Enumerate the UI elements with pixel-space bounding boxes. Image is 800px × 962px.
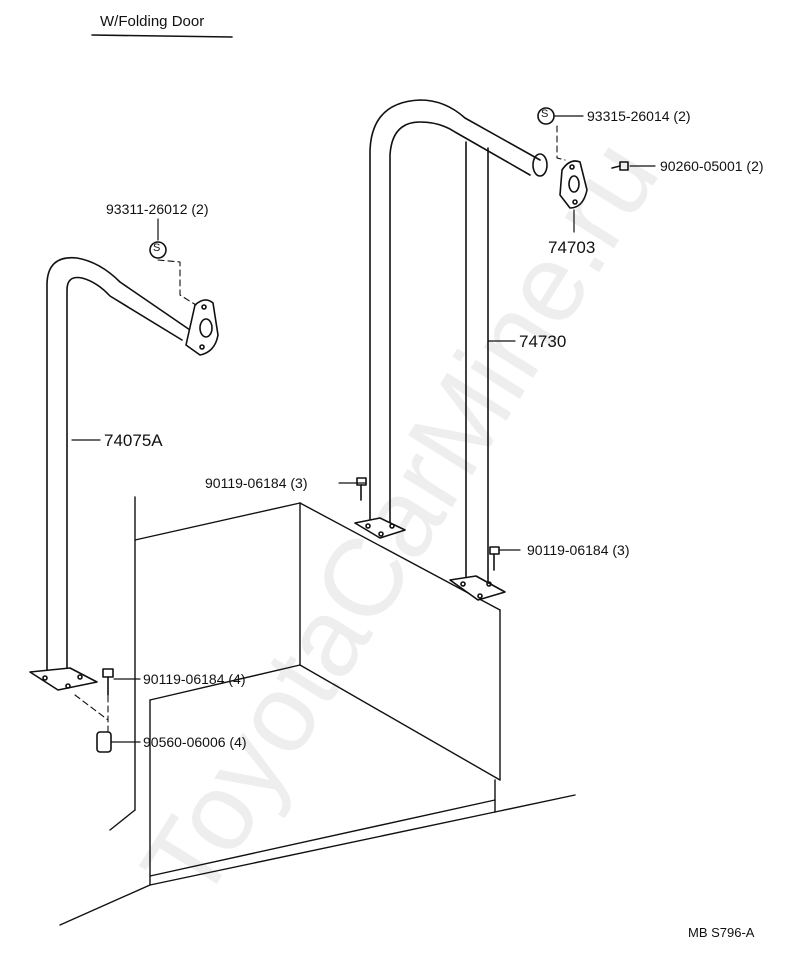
diagram-code: MB S796-A	[688, 925, 755, 940]
part-label-90119-06184-right: 90119-06184 (3)	[527, 542, 630, 558]
bolt-mid	[356, 477, 367, 501]
left-grab-rail	[29, 256, 219, 691]
bolt-bracket	[611, 161, 629, 171]
part-label-90560-06006: 90560-06006 (4)	[143, 734, 247, 750]
part-label-90119-06184-left: 90119-06184 (4)	[143, 671, 246, 687]
step-well	[59, 496, 576, 926]
s-marker-right-label: S	[541, 108, 549, 120]
part-label-74075A: 74075A	[104, 431, 163, 450]
bolt-left-base	[102, 668, 114, 696]
s-marker-left-label: S	[153, 242, 161, 254]
part-label-74730: 74730	[519, 332, 567, 351]
s-marker-right	[537, 107, 555, 125]
s-marker-left	[149, 241, 167, 259]
part-label-93311-26012: 93311-26012 (2)	[106, 201, 209, 217]
part-label-90119-06184-mid: 90119-06184 (3)	[205, 475, 308, 491]
right-grab-rail	[354, 99, 548, 601]
part-label-93315-26014: 93315-26014 (2)	[587, 108, 691, 124]
part-label-74703: 74703	[548, 238, 596, 257]
bolt-right-base	[489, 546, 500, 571]
spacer-nut	[96, 731, 112, 753]
part-label-90260-05001: 90260-05001 (2)	[660, 158, 764, 174]
title-underline	[91, 34, 233, 38]
diagram-title: W/Folding Door	[100, 13, 205, 30]
bracket-74703	[559, 160, 588, 209]
